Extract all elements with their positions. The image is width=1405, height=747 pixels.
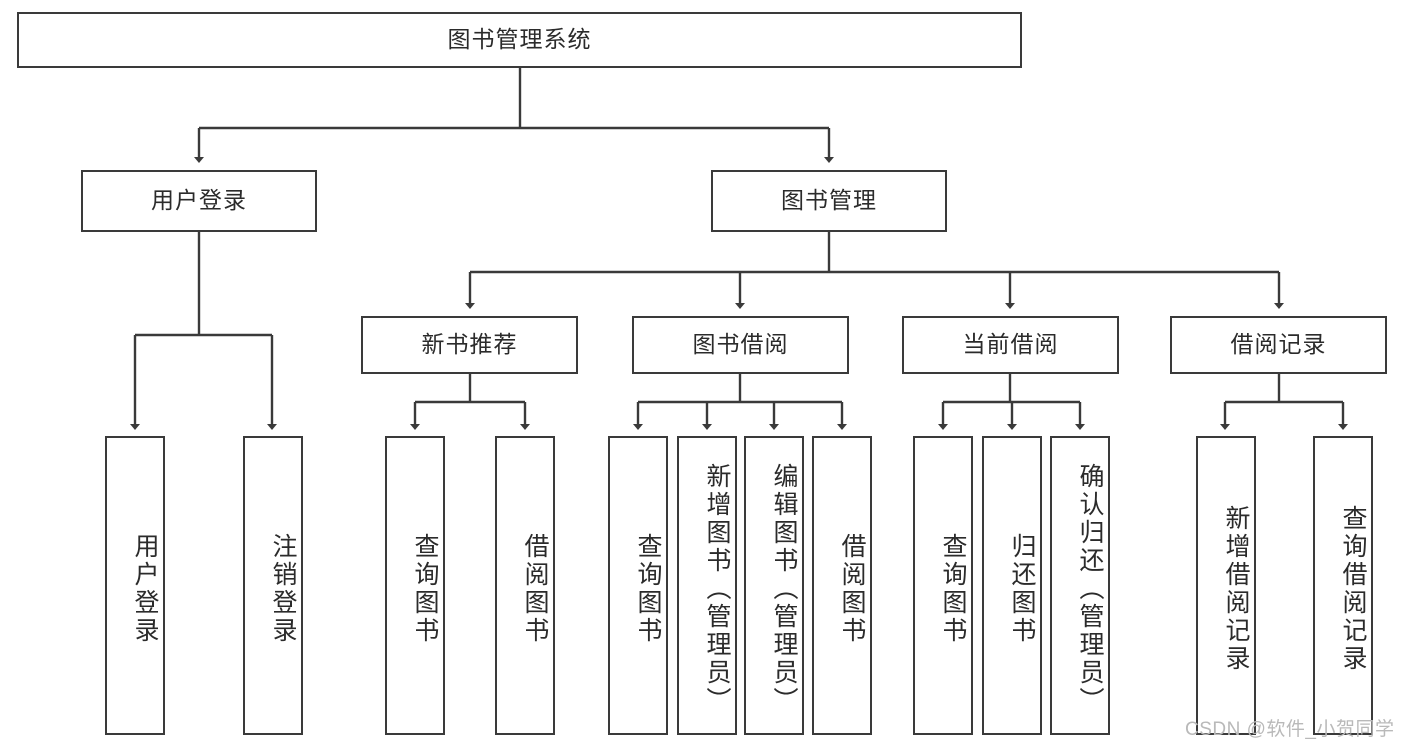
node-label: 新增借阅记录 — [1222, 504, 1250, 673]
node-label: 查询图书 — [634, 532, 662, 645]
node-label: 注销登录 — [269, 532, 297, 645]
node-label: 编辑图书（管理员） — [770, 462, 798, 715]
node-label: 用户登录 — [131, 532, 159, 645]
node-label: 图书借阅 — [692, 331, 789, 358]
node-root-system[interactable]: 图书管理系统 — [17, 12, 1022, 68]
leaf-user-login-login[interactable]: 用户登录 — [105, 436, 165, 735]
node-label: 查询图书 — [411, 532, 439, 645]
node-borrow-record[interactable]: 借阅记录 — [1170, 316, 1387, 374]
node-book-borrow[interactable]: 图书借阅 — [632, 316, 849, 374]
leaf-current-query-book[interactable]: 查询图书 — [913, 436, 973, 735]
node-label: 当前借阅 — [962, 331, 1059, 358]
node-label: 借阅图书 — [838, 532, 866, 645]
leaf-recommend-query-book[interactable]: 查询图书 — [385, 436, 445, 735]
leaf-borrow-add-book-admin[interactable]: 新增图书（管理员） — [677, 436, 737, 735]
leaf-current-confirm-return-admin[interactable]: 确认归还（管理员） — [1050, 436, 1110, 735]
node-label: 借阅记录 — [1230, 331, 1327, 358]
node-label: 新增图书（管理员） — [703, 462, 731, 715]
node-label: 确认归还（管理员） — [1076, 462, 1104, 715]
node-current-borrow[interactable]: 当前借阅 — [902, 316, 1119, 374]
leaf-record-add-record[interactable]: 新增借阅记录 — [1196, 436, 1256, 735]
node-label: 新书推荐 — [421, 331, 518, 358]
node-label: 图书管理 — [781, 187, 877, 214]
node-label: 查询借阅记录 — [1339, 504, 1367, 673]
leaf-record-query-record[interactable]: 查询借阅记录 — [1313, 436, 1373, 735]
node-book-management[interactable]: 图书管理 — [711, 170, 947, 232]
node-label: 借阅图书 — [521, 532, 549, 645]
leaf-recommend-borrow-book[interactable]: 借阅图书 — [495, 436, 555, 735]
node-label: 用户登录 — [151, 187, 247, 214]
node-label: 归还图书 — [1008, 532, 1036, 645]
leaf-borrow-borrow-book[interactable]: 借阅图书 — [812, 436, 872, 735]
node-label: 图书管理系统 — [447, 26, 592, 53]
node-label: 查询图书 — [939, 532, 967, 645]
leaf-borrow-edit-book-admin[interactable]: 编辑图书（管理员） — [744, 436, 804, 735]
leaf-borrow-query-book[interactable]: 查询图书 — [608, 436, 668, 735]
node-new-book-recommend[interactable]: 新书推荐 — [361, 316, 578, 374]
leaf-user-login-logout[interactable]: 注销登录 — [243, 436, 303, 735]
leaf-current-return-book[interactable]: 归还图书 — [982, 436, 1042, 735]
node-user-login[interactable]: 用户登录 — [81, 170, 317, 232]
watermark: CSDN @软件_小贺同学 — [1185, 719, 1395, 740]
